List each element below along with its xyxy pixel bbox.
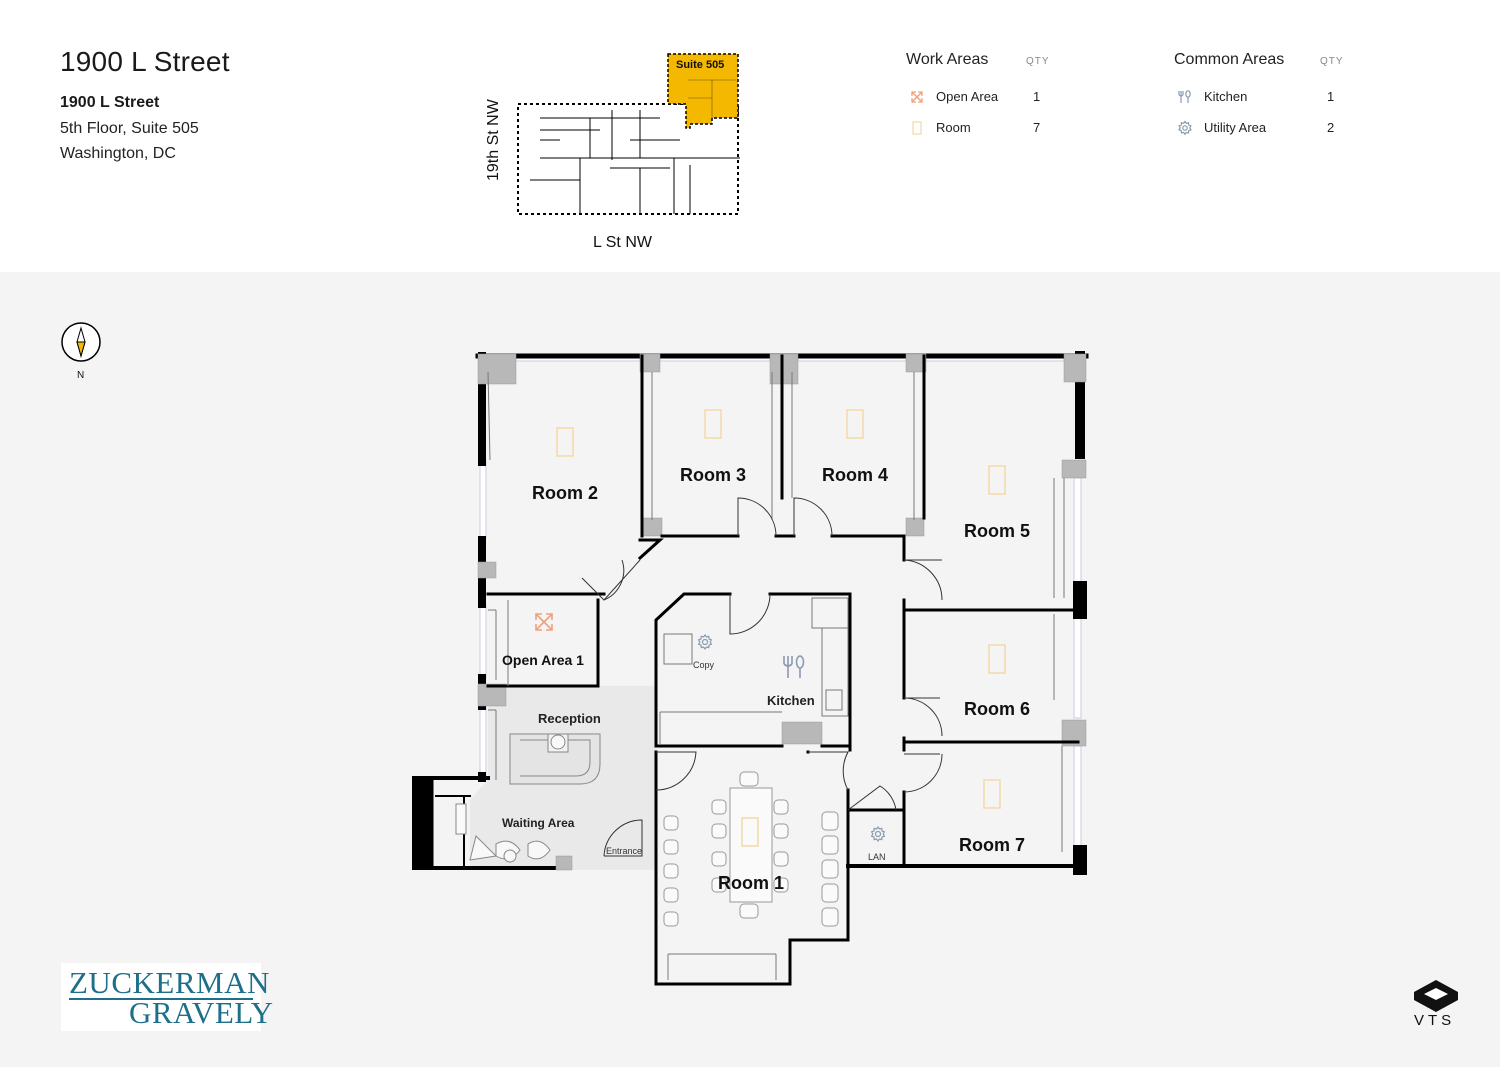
key-plan: Suite 505 19th St NW L St NW [485,53,740,251]
door-icon [846,409,864,439]
legend-open-area-label: Open Area [936,89,999,104]
logo-line-2: GRAVELY [129,995,274,1030]
key-plan-suite-label: Suite 505 [676,59,724,71]
header: 1900 L Street 1900 L Street 5th Floor, S… [0,0,1500,272]
work-areas-qty-heading: QTY [1026,56,1050,67]
vts-wordmark: VTS [1414,1012,1456,1029]
work-areas-heading: Work Areas [906,51,989,68]
gear-icon [1178,120,1192,136]
door-icon [741,817,759,847]
door-icon [988,465,1006,495]
door-swings [581,497,943,857]
logo-rule [69,998,253,1000]
room-door-icons [556,409,1006,847]
floor-plan: Room 2 Room 3 Room 4 Room 5 Room 6 Room … [412,351,1089,986]
legend-kitchen-qty: 1 [1327,89,1335,104]
page-title: 1900 L Street [60,46,230,77]
address-floor-suite: 5th Floor, Suite 505 [60,120,199,137]
door-icon [556,427,574,457]
partition-lines [487,371,1065,980]
legend-room-qty: 7 [1033,120,1041,135]
reception-label: Reception [538,711,601,726]
floor-plan-area [0,272,1500,1067]
door-icon [912,121,922,135]
open-area-icon [911,91,923,103]
common-areas-qty-heading: QTY [1320,56,1344,67]
interior-walls [486,354,1082,986]
open-area-label: Open Area 1 [502,652,584,668]
columns [477,353,1087,871]
kitchen-icon [1178,90,1191,103]
street-label-south: L St NW [593,234,653,251]
legend-kitchen-label: Kitchen [1204,89,1248,104]
kitchen-icon [783,655,805,678]
waiting-area-label: Waiting Area [502,816,575,830]
room-3-label: Room 3 [680,465,746,485]
zuckerman-gravely-logo: ZUCKERMAN GRAVELY [61,963,273,1031]
room-7-label: Room 7 [959,835,1025,855]
room-1-label: Room 1 [718,873,784,893]
door-icon [988,644,1006,674]
key-plan-suite-highlight [667,53,739,129]
address-city: Washington, DC [60,145,176,162]
legend-utility-qty: 2 [1327,120,1335,135]
reception-desk [455,733,601,863]
common-areas-heading: Common Areas [1174,51,1285,68]
vts-logo-icon [1414,980,1458,1012]
door-icon [704,409,722,439]
logo-line-1: ZUCKERMAN [69,965,270,1000]
lan-label: LAN [868,852,886,862]
copy-label: Copy [693,660,715,670]
gear-icon [870,825,886,843]
door-icon [983,779,1001,809]
room-4-label: Room 4 [822,465,888,485]
compass-label: N [77,370,84,381]
conference-table [663,771,839,927]
legend-open-area-qty: 1 [1033,89,1041,104]
entrance-label: Entrance [606,846,642,856]
room-5-label: Room 5 [964,521,1030,541]
gear-icon [697,633,713,651]
street-label-west: 19th St NW [485,98,502,181]
legend-utility-label: Utility Area [1204,120,1267,135]
legend-room-label: Room [936,120,971,135]
compass: N [61,322,101,381]
kitchen-label: Kitchen [767,693,815,708]
open-area-icon [535,613,553,631]
room-6-label: Room 6 [964,699,1030,719]
address-name: 1900 L Street [60,94,160,111]
room-2-label: Room 2 [532,483,598,503]
